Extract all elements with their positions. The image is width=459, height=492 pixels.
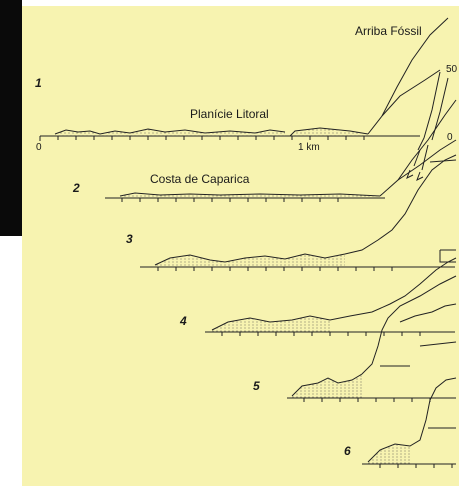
profile-number-3: 3 [126,232,133,246]
profile-3-ticks [158,267,392,271]
profile-2-ticks [122,198,338,202]
profile-number-4: 4 [179,314,187,328]
profile-6-ticks [380,464,452,468]
label-fifty: 50 [446,64,458,75]
label-planicie-litoral: Planície Litoral [190,107,269,121]
profile-number-2: 2 [72,181,80,195]
label-zero-right: 0 [447,132,453,143]
label-costa-de-caparica: Costa de Caparica [150,172,250,186]
profile-6 [362,378,456,468]
profile-5 [287,276,456,402]
label-zero: 0 [36,142,42,153]
label-1-km: 1 km [298,142,320,153]
profile-number-1: 1 [35,76,42,90]
profile-number-6: 6 [344,444,351,458]
profile-number-5: 5 [253,379,260,393]
profile-1-ticks [40,136,364,141]
label-arriba-fossil: Arriba Fóssil [355,24,422,38]
profile-5-ticks [304,398,430,402]
profile-4-ticks [222,332,420,336]
